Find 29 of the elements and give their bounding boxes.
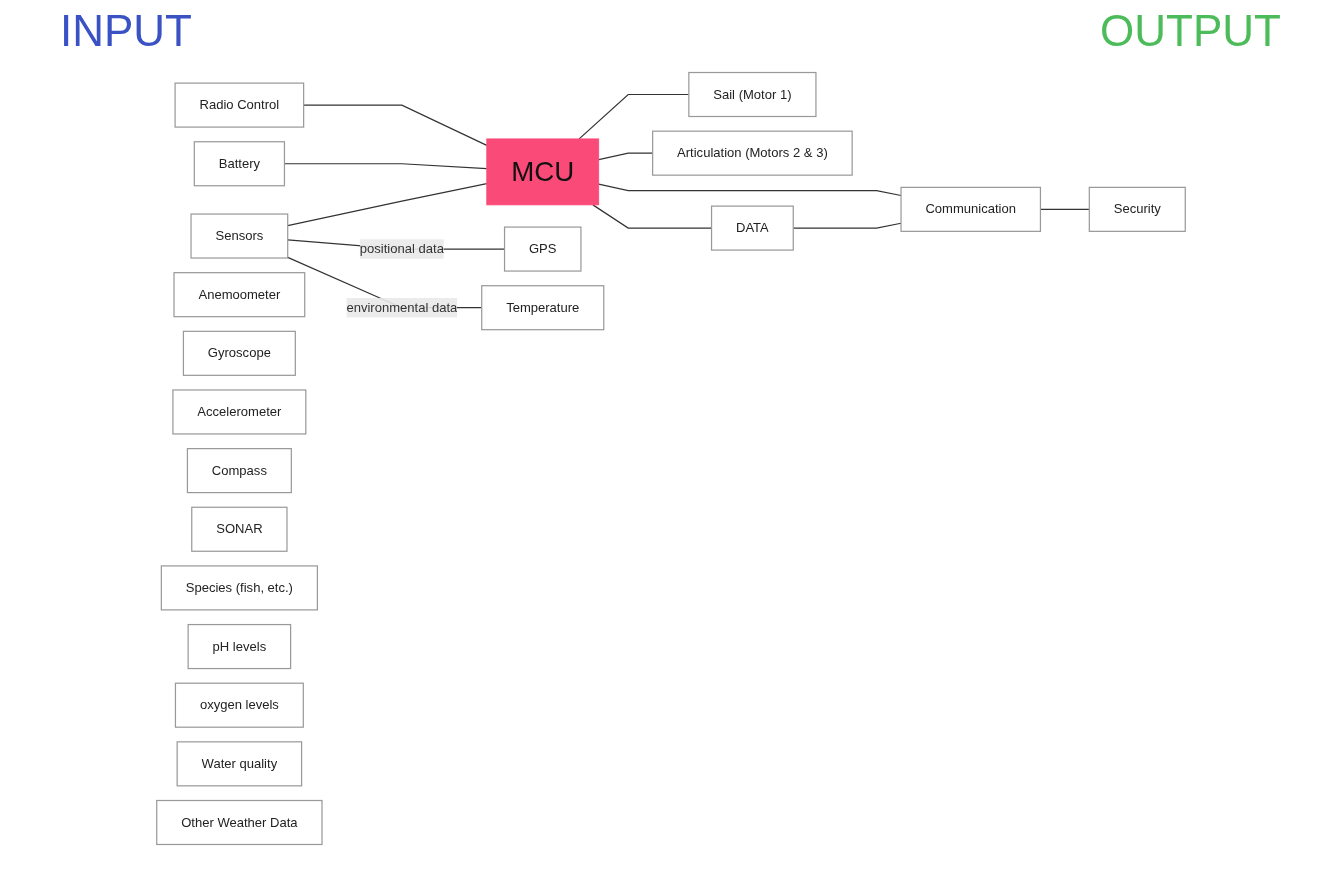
node-box: Communication [899, 186, 1041, 232]
edge-label: positional data [359, 241, 444, 256]
node-box: Articulation (Motors 2 & 3) [651, 130, 853, 176]
node-box: Water quality [176, 741, 302, 787]
node-box: DATA [710, 205, 794, 251]
node-box: Temperature [480, 285, 604, 331]
section-heading: INPUT [60, 6, 192, 57]
node-box: Species (fish, etc.) [160, 565, 318, 611]
node-box: MCU [485, 138, 599, 206]
node-box: Battery [193, 141, 285, 187]
node-box: pH levels [187, 623, 291, 670]
node-box: Anemoometer [172, 272, 305, 318]
node-box: Other Weather Data [155, 799, 323, 846]
node-box: SONAR [190, 506, 288, 552]
node-box: GPS [503, 226, 582, 272]
connector [578, 93, 689, 140]
connector [283, 163, 487, 170]
node-box: Gyroscope [182, 330, 296, 376]
node-box: oxygen levels [174, 682, 304, 728]
edge-label: environmental data [345, 300, 457, 315]
node-box: Accelerometer [171, 389, 306, 435]
section-heading: OUTPUT [1100, 6, 1281, 57]
node-box: Security [1088, 186, 1186, 232]
node-box: Radio Control [174, 82, 304, 128]
node-box: Sail (Motor 1) [687, 71, 817, 118]
connector [591, 204, 712, 229]
connector [597, 152, 653, 161]
node-box: Sensors [189, 213, 288, 259]
node-box: Compass [186, 448, 292, 494]
